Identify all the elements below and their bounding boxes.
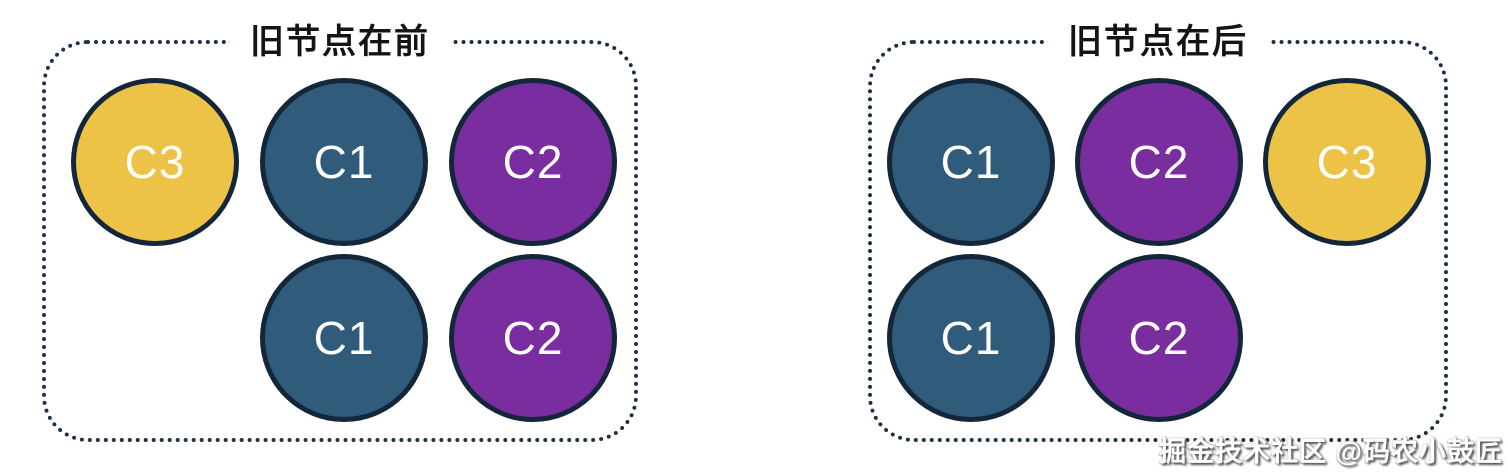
node-circle-c1: C1 xyxy=(887,254,1055,422)
node-circle-c2: C2 xyxy=(449,78,617,246)
panel-old-node-back: 旧节点在后 C1 C2 C3 C1 C2 xyxy=(868,20,1448,442)
node-label: C2 xyxy=(1128,136,1190,188)
node-circle-c2: C2 xyxy=(449,254,617,422)
panel-title-old-node-back: 旧节点在后 xyxy=(1048,20,1268,64)
panel-old-node-front: 旧节点在前 C3 C1 C2 C1 C2 xyxy=(42,20,638,442)
panel-title-old-node-front: 旧节点在前 xyxy=(230,20,450,64)
node-circle-c1: C1 xyxy=(260,78,428,246)
node-label: C3 xyxy=(1316,136,1378,188)
node-circle-c1: C1 xyxy=(260,254,428,422)
node-circle-c3: C3 xyxy=(1263,78,1431,246)
watermark: 掘金技术社区 @码农小鼓匠 xyxy=(1159,437,1503,467)
node-label: C2 xyxy=(502,312,564,364)
node-circle-c3: C3 xyxy=(71,78,239,246)
node-circle-c2: C2 xyxy=(1075,254,1243,422)
node-label: C2 xyxy=(502,136,564,188)
node-circle-c1: C1 xyxy=(887,78,1055,246)
node-circle-c2: C2 xyxy=(1075,78,1243,246)
node-label: C1 xyxy=(313,136,375,188)
node-label: C1 xyxy=(313,312,375,364)
node-label: C1 xyxy=(940,136,1002,188)
node-label: C2 xyxy=(1128,312,1190,364)
node-label: C1 xyxy=(940,312,1002,364)
node-label: C3 xyxy=(124,136,186,188)
